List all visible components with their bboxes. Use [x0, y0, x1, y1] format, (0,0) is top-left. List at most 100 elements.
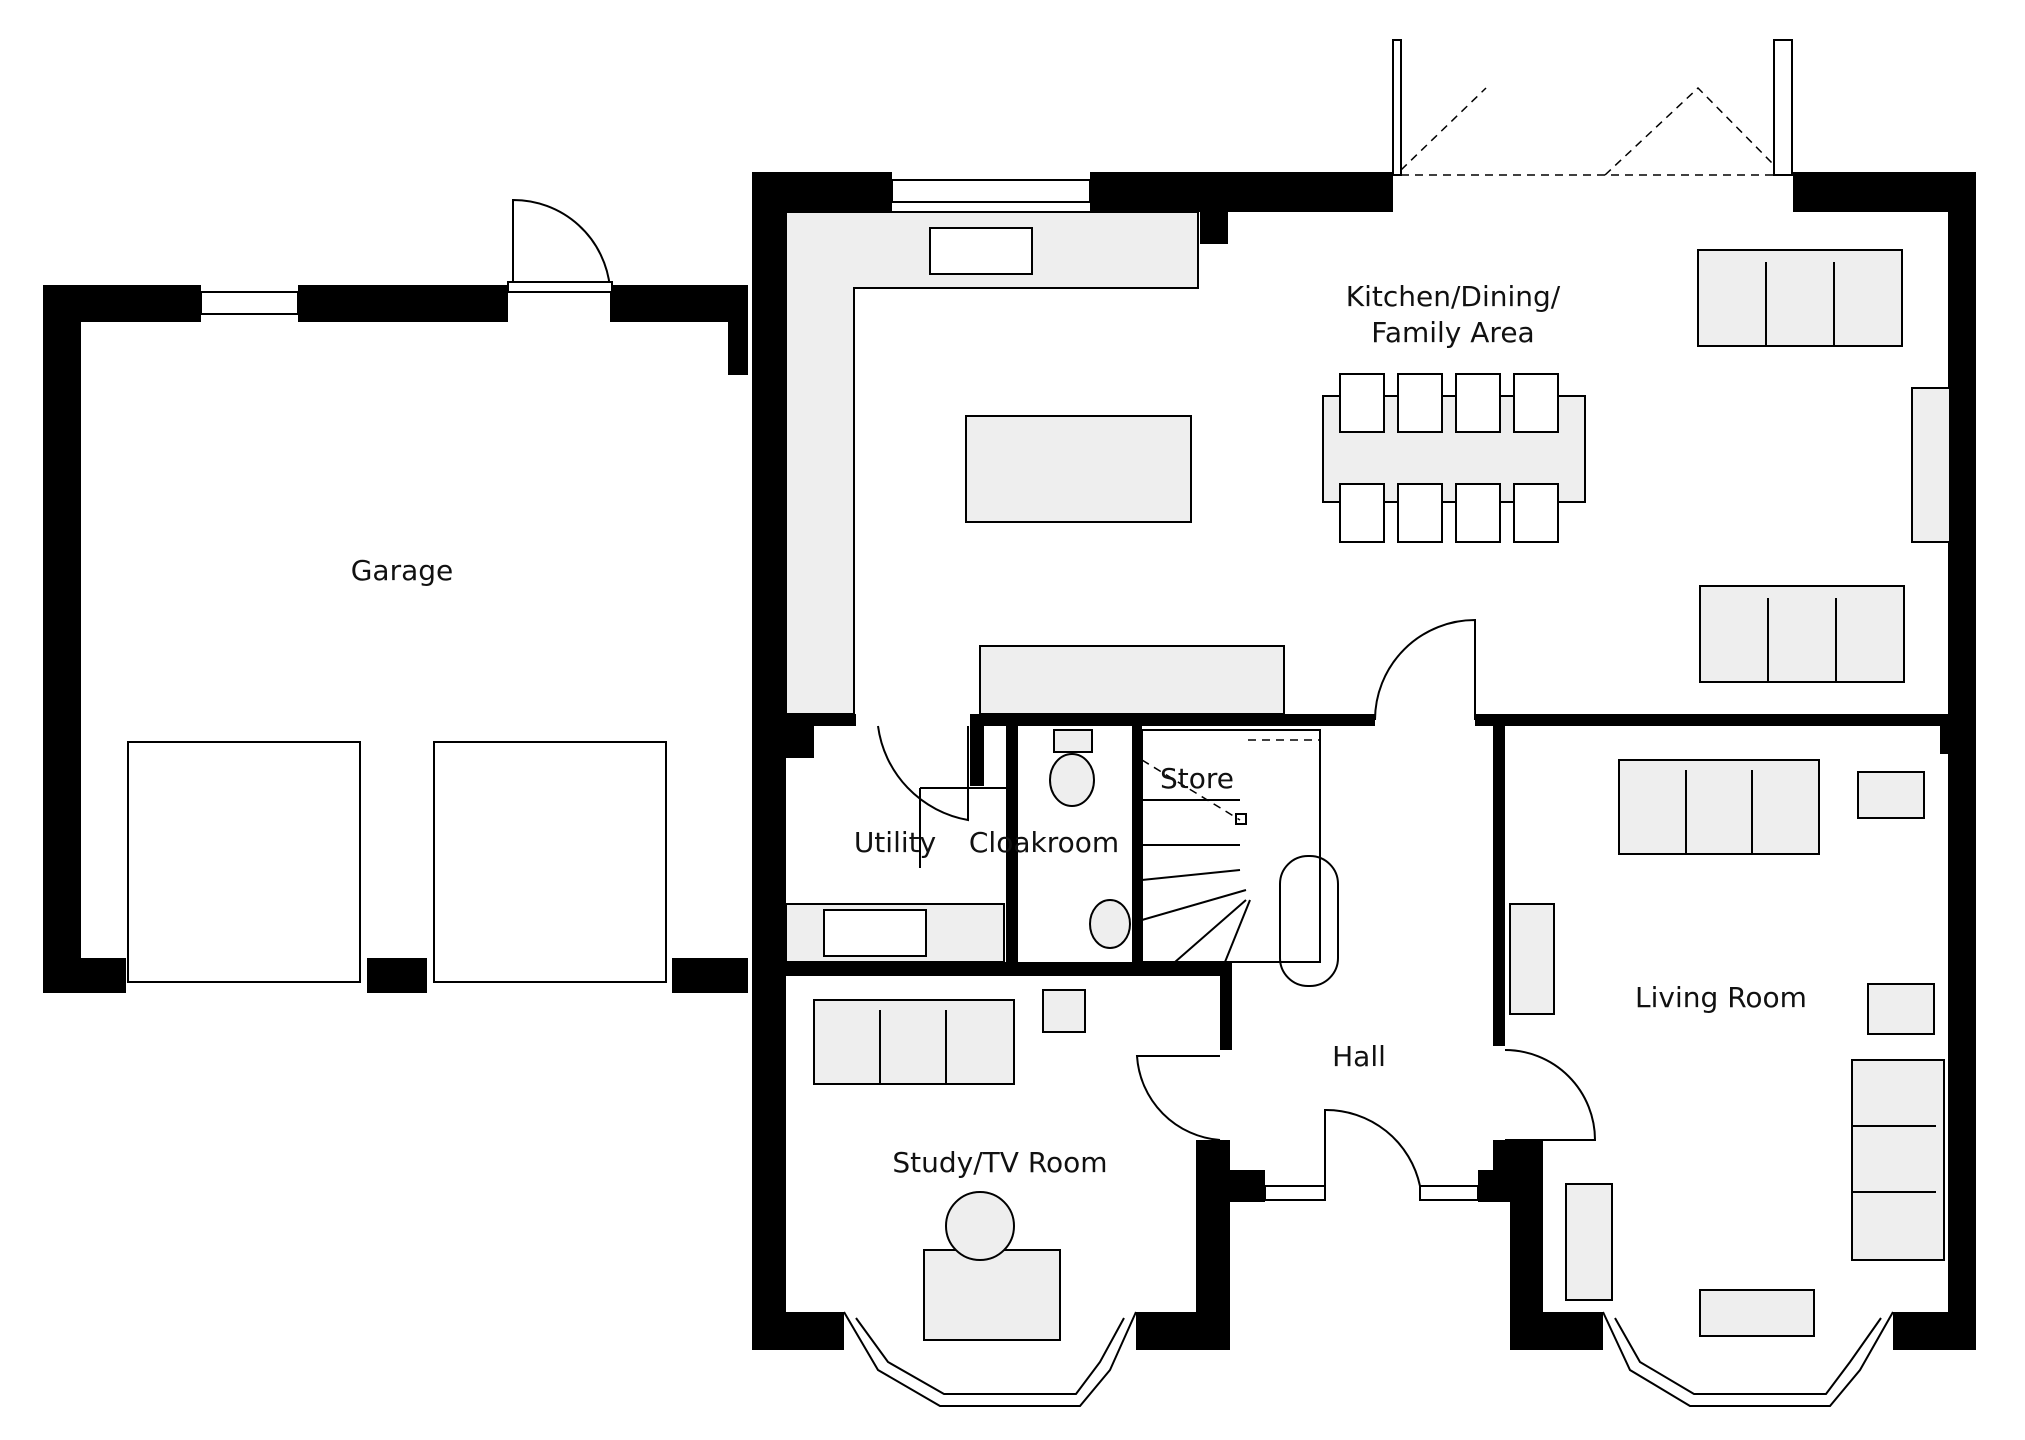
family-sofa-bottom	[1699, 585, 1905, 683]
label-store: Store	[1160, 762, 1234, 795]
cloakroom-door	[919, 787, 1006, 868]
garage-wall-bottom-right	[672, 958, 748, 993]
stair-tread	[1141, 889, 1247, 921]
front-door	[1324, 1108, 1421, 1187]
wall-living-left-upper	[1493, 726, 1505, 1046]
study-bay-window	[843, 1311, 1137, 1407]
walls	[43, 172, 1976, 1350]
study-door	[1135, 1055, 1221, 1141]
family-sideboard	[1911, 387, 1951, 543]
dining-chair	[1513, 483, 1559, 543]
living-door	[1504, 1049, 1597, 1141]
label-garage: Garage	[351, 554, 454, 587]
porch-wall-top-right	[1478, 1170, 1510, 1202]
utility-sink	[823, 909, 927, 957]
stair-tread	[1224, 899, 1251, 963]
house-wall-top-mid	[1090, 172, 1393, 212]
label-kitchen-line2: Family Area	[1371, 316, 1534, 349]
bifold-doors	[1392, 39, 1793, 176]
stair-dashed-upper	[1141, 759, 1241, 821]
living-sofa-right	[1851, 1059, 1945, 1261]
living-cabinet-left	[1565, 1183, 1613, 1301]
dining-chair	[1455, 483, 1501, 543]
house-wall-left	[752, 172, 786, 1350]
staircase	[1141, 729, 1339, 987]
living-wall-bottom-left	[1510, 1312, 1603, 1350]
garage-parking-bay-right	[433, 741, 667, 983]
windows	[200, 179, 1479, 1201]
partition-kitchen-bottom-right	[1475, 714, 1948, 726]
study-sofa	[813, 999, 1015, 1085]
dining-chairs	[1339, 373, 1559, 543]
garage-window	[200, 291, 299, 315]
cloakroom-basin	[1089, 899, 1131, 949]
partition-utility-stub	[786, 726, 814, 758]
stair-bottom-step	[1279, 855, 1339, 987]
label-utility: Utility	[854, 826, 936, 859]
bifold-swing-left	[1400, 87, 1487, 171]
cloakroom-cistern	[1053, 729, 1093, 753]
study-desk	[923, 1249, 1061, 1341]
fixtures	[127, 211, 1951, 1341]
partition-kitchen-bottom-left	[786, 714, 856, 726]
wall-cloak-left	[1006, 726, 1018, 966]
living-tv-unit	[1699, 1289, 1815, 1337]
garage-wall-left	[43, 285, 81, 993]
garage-wall-top-mid	[298, 285, 508, 322]
wall-cloak-right	[1132, 726, 1142, 968]
kitchen-sink	[929, 227, 1033, 275]
garage-parking-bay-left	[127, 741, 361, 983]
living-bay-window-inner	[1614, 1317, 1882, 1395]
wall-study-top	[1132, 962, 1232, 976]
cloakroom-toilet	[1049, 753, 1095, 807]
wall-utility-bottom	[786, 962, 1232, 976]
partition-living-stub	[1940, 726, 1960, 754]
dining-chair	[1339, 373, 1385, 433]
porch-window-right	[1419, 1185, 1479, 1201]
study-wall-bottom-left	[752, 1312, 844, 1350]
porch-window-left	[1264, 1185, 1326, 1201]
garage-door-swing	[512, 198, 611, 289]
dining-chair	[1513, 373, 1559, 433]
kitchen-window	[891, 179, 1091, 203]
kitchen-counter-bottom	[979, 645, 1285, 715]
study-side-table	[1042, 989, 1086, 1033]
porch-wall-top-left	[1230, 1170, 1265, 1202]
stair-tread	[1174, 899, 1247, 963]
utility-door	[877, 725, 969, 822]
bay-windows	[843, 1311, 1894, 1407]
garage-wall-bottom-left	[43, 958, 126, 993]
kitchen-island	[965, 415, 1192, 523]
bifold-right-panel	[1773, 39, 1793, 176]
dining-chair	[1339, 483, 1385, 543]
living-side-table-top	[1857, 771, 1925, 819]
study-wall-bottom-right	[1136, 1312, 1230, 1350]
living-side-table-mid	[1867, 983, 1935, 1035]
wall-hall-left-upper	[1220, 962, 1232, 1050]
label-living-room: Living Room	[1635, 981, 1807, 1014]
dining-chair	[1397, 373, 1443, 433]
dining-chair	[1455, 373, 1501, 433]
bifold-left-panel	[1392, 39, 1402, 176]
label-kitchen-line1: Kitchen/Dining/	[1346, 280, 1561, 313]
living-sideboard-left	[1509, 903, 1555, 1015]
kitchen-hall-door	[1374, 618, 1476, 721]
garage-wall-top-right	[610, 285, 748, 322]
family-sofa-top	[1697, 249, 1903, 347]
living-bay-window	[1602, 1311, 1894, 1407]
study-chair	[945, 1191, 1015, 1261]
room-labels: Garage Kitchen/Dining/ Family Area Store…	[351, 280, 1807, 1179]
living-wall-bottom-right	[1893, 1312, 1976, 1350]
kitchen-worktop-l-shape	[785, 211, 1199, 715]
garage-wall-right-upper	[728, 285, 748, 375]
study-bay-window-inner	[855, 1317, 1125, 1395]
garage-pillar	[367, 958, 427, 993]
dining-chair	[1397, 483, 1443, 543]
label-cloakroom: Cloakroom	[969, 826, 1119, 859]
label-study: Study/TV Room	[892, 1146, 1107, 1179]
stair-newel-post	[1235, 813, 1247, 825]
stair-tread	[1141, 869, 1241, 881]
label-hall: Hall	[1332, 1040, 1386, 1073]
house-wall-right	[1948, 172, 1976, 1350]
